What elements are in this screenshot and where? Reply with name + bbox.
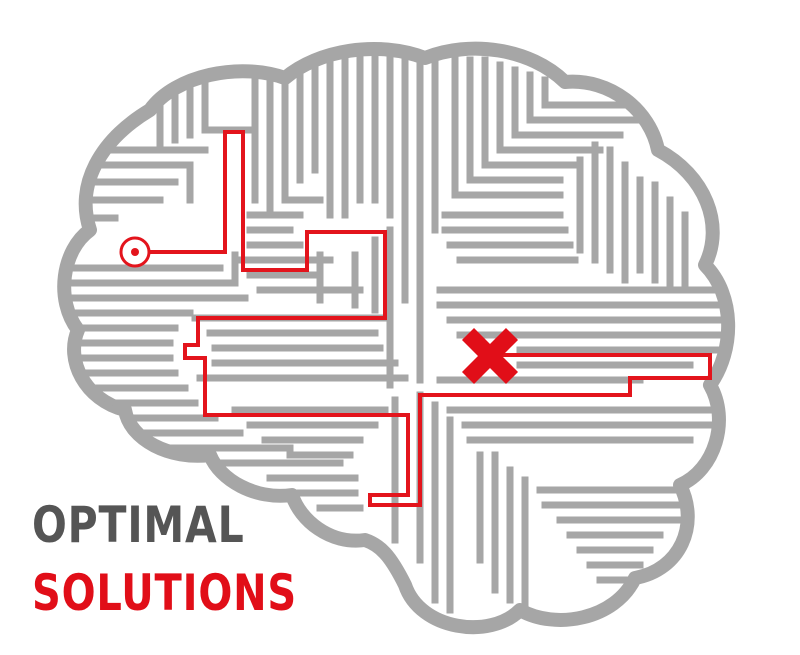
brain-maze — [57, 41, 736, 635]
maze-walls-right — [436, 56, 729, 614]
solution-path — [142, 130, 712, 507]
maze-walls-top — [156, 48, 439, 384]
start-ring-icon — [119, 236, 151, 268]
x-mark-icon — [461, 327, 519, 385]
headline-optimal: OPTIMAL — [32, 496, 245, 554]
headline-solutions: SOLUTIONS — [32, 564, 298, 622]
